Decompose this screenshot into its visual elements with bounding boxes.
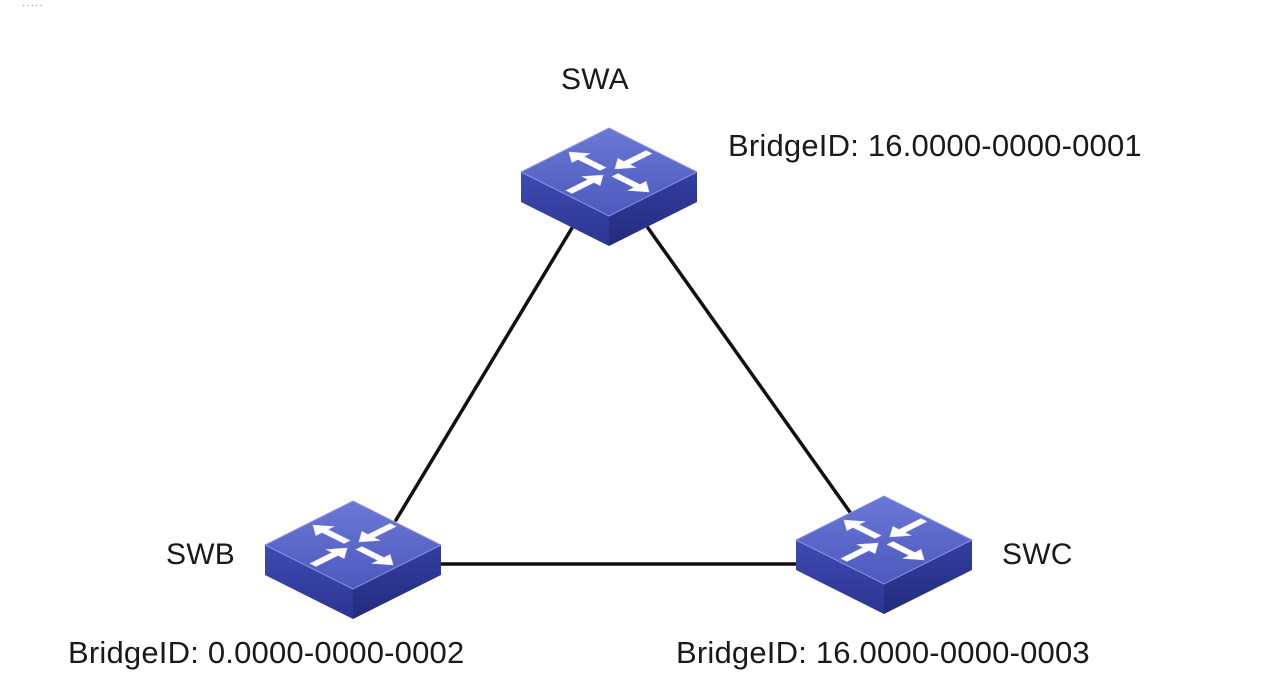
- switch-name-swb: SWB: [166, 538, 235, 571]
- corner-mark: ·····: [22, 0, 44, 11]
- bridge-id-swa: BridgeID: 16.0000-0000-0001: [728, 128, 1142, 163]
- switch-name-swc: SWC: [1002, 538, 1073, 571]
- switch-swc-icon: [795, 495, 973, 615]
- switch-swa-icon: [520, 127, 698, 247]
- link-swa-swb: [394, 226, 574, 522]
- bridge-id-swb: BridgeID: 0.0000-0000-0002: [68, 635, 465, 670]
- switch-name-swa: SWA: [561, 63, 629, 96]
- bridge-id-swc: BridgeID: 16.0000-0000-0003: [676, 635, 1090, 670]
- switch-swb-icon: [264, 500, 442, 620]
- link-swa-swc: [646, 226, 854, 517]
